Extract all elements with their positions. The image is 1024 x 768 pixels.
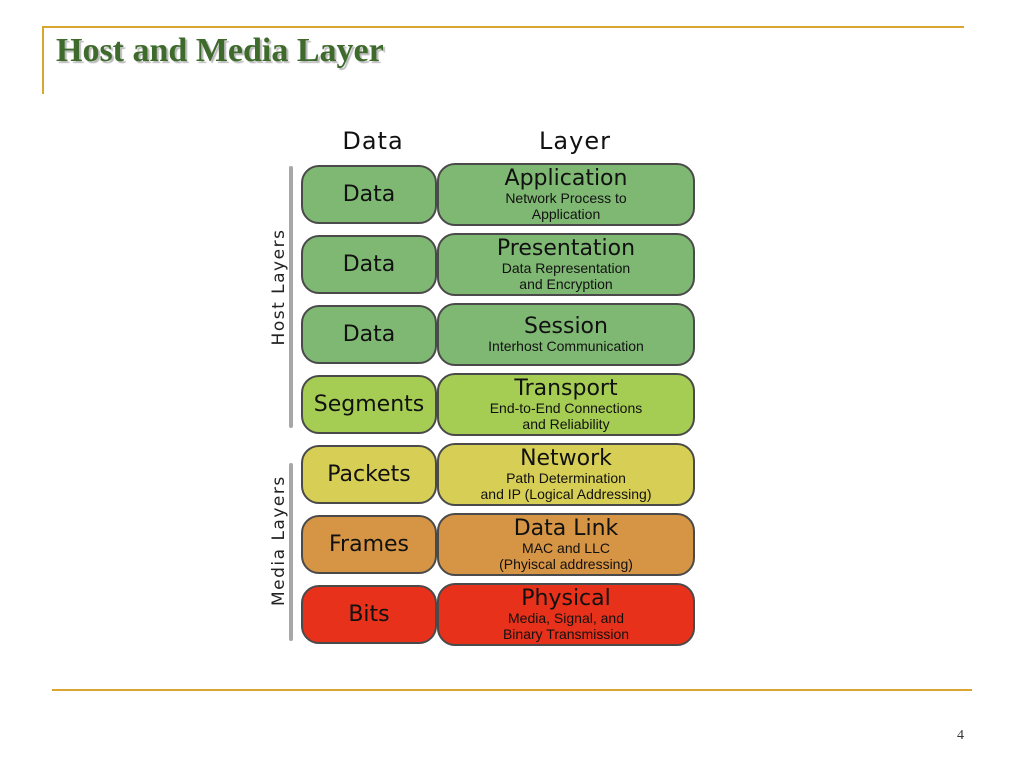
media-layers-bracket [289,463,293,641]
layer-description-line: Network Process to [505,189,627,206]
layer-description-line: Application [531,205,601,222]
layer-description-line: Media, Signal, and [508,609,624,626]
layer-name: Network [520,445,612,471]
data-unit-bits: Bits [301,585,437,644]
slide-title: Host and Media Layer [56,32,384,69]
layer-description-line: Path Determination [506,469,626,486]
layer-description-line: and IP (Logical Addressing) [480,485,652,502]
data-unit-data: Data [301,305,437,364]
frame-top-rule [42,26,964,28]
data-unit-data: Data [301,165,437,224]
layer-name: Session [524,313,608,339]
data-unit-data: Data [301,235,437,294]
layer-description-line: End-to-End Connections [489,399,643,416]
frame-left-rule [42,26,44,94]
layer-description-line: and Reliability [522,415,610,432]
layer-column-header: Layer [539,127,611,155]
layer-name: Physical [521,585,611,611]
page-number: 4 [957,728,964,743]
data-unit-packets: Packets [301,445,437,504]
media-layers-label: Media Layers [269,475,289,606]
data-unit-segments: Segments [301,375,437,434]
layer-description-line: Interhost Communication [488,337,644,354]
layer-name: Presentation [496,235,636,261]
layer-description-line: (Phyiscal addressing) [499,555,633,572]
data-unit-frames: Frames [301,515,437,574]
layer-description-line: Data Representation [501,259,631,276]
layer-description-line: and Encryption [519,275,613,292]
layer-name: Transport [514,375,618,401]
data-column-header: Data [342,127,404,155]
layer-description-line: MAC and LLC [522,539,610,556]
layer-description-line: Binary Transmission [502,625,630,642]
host-layers-label: Host Layers [269,228,289,346]
frame-bottom-rule [52,689,972,691]
layer-name: Data Link [513,515,619,541]
layer-name: Application [504,165,628,191]
host-layers-bracket [289,166,293,428]
